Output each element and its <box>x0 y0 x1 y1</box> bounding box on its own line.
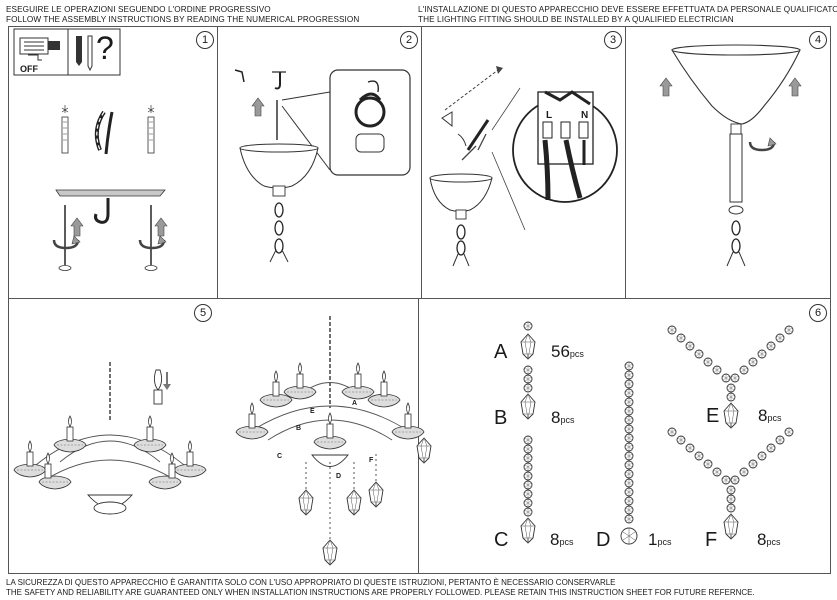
part-qty-f: 8pcs <box>757 531 780 551</box>
part-qty-b: 8pcs <box>551 409 574 429</box>
marker-f: F <box>369 457 374 464</box>
terminal-label-l: L <box>546 110 553 121</box>
step-number-4: 4 <box>809 31 827 49</box>
step5-chandelier-right <box>235 316 432 566</box>
step3-illustration <box>429 66 618 267</box>
part-unit-d: pcs <box>657 537 672 547</box>
step4-illustration <box>659 44 802 267</box>
footer-line2: THE SAFETY AND RELIABILITY ARE GUARANTEE… <box>6 588 755 597</box>
marker-d: D <box>336 473 342 480</box>
part-letter-b: B <box>494 407 508 429</box>
part-count-e: 8 <box>758 406 768 425</box>
part-qty-c: 8pcs <box>550 531 573 551</box>
question-mark: ? <box>96 30 114 66</box>
step5-chandelier-left <box>13 362 207 515</box>
header-right-line1: L'INSTALLAZIONE DI QUESTO APPARECCHIO DE… <box>418 5 837 14</box>
footer: LA SICUREZZA DI QUESTO APPARECCHIO È GAR… <box>6 578 755 598</box>
step-number-5: 5 <box>194 304 212 322</box>
step-number-1: 1 <box>196 31 214 49</box>
part-count-b: 8 <box>551 408 561 427</box>
part-qty-d: 1pcs <box>648 531 671 551</box>
marker-c: C <box>277 453 283 460</box>
marker-e: E <box>310 408 315 415</box>
step-number-2: 2 <box>400 31 418 49</box>
header-right: L'INSTALLAZIONE DI QUESTO APPARECCHIO DE… <box>418 5 837 25</box>
part-letter-a: A <box>494 341 508 363</box>
header-right-line2: THE LIGHTING FITTING SHOULD BE INSTALLED… <box>418 15 734 24</box>
off-label: OFF <box>20 64 38 74</box>
header-left: ESEGUIRE LE OPERAZIONI SEGUENDO L'ORDINE… <box>6 5 359 25</box>
part-unit-f: pcs <box>766 537 781 547</box>
part-unit-c: pcs <box>559 537 574 547</box>
part-count-d: 1 <box>648 530 658 549</box>
part-qty-e: 8pcs <box>758 407 781 427</box>
marker-a: A <box>352 400 358 407</box>
step-number-3: 3 <box>604 31 622 49</box>
part-unit-e: pcs <box>767 413 782 423</box>
step2-illustration <box>234 69 411 263</box>
part-unit-a: pcs <box>569 349 584 359</box>
part-letter-e: E <box>706 405 720 427</box>
header-left-line1: ESEGUIRE LE OPERAZIONI SEGUENDO L'ORDINE… <box>6 5 271 14</box>
step-number-6: 6 <box>809 304 827 322</box>
part-count-c: 8 <box>550 530 560 549</box>
step6-strands <box>520 321 794 545</box>
part-qty-a: 56pcs <box>551 343 584 363</box>
terminal-label-n: N <box>581 110 589 121</box>
part-count-f: 8 <box>757 530 767 549</box>
step1-illustration <box>13 28 168 271</box>
marker-b: B <box>296 425 302 432</box>
header-left-line2: FOLLOW THE ASSEMBLY INSTRUCTIONS BY READ… <box>6 15 360 24</box>
part-count-a: 56 <box>551 342 570 361</box>
part-letter-d: D <box>596 529 611 551</box>
part-letter-f: F <box>705 529 718 551</box>
part-letter-c: C <box>494 529 509 551</box>
part-unit-b: pcs <box>560 415 575 425</box>
footer-line1: LA SICUREZZA DI QUESTO APPARECCHIO È GAR… <box>6 578 616 587</box>
